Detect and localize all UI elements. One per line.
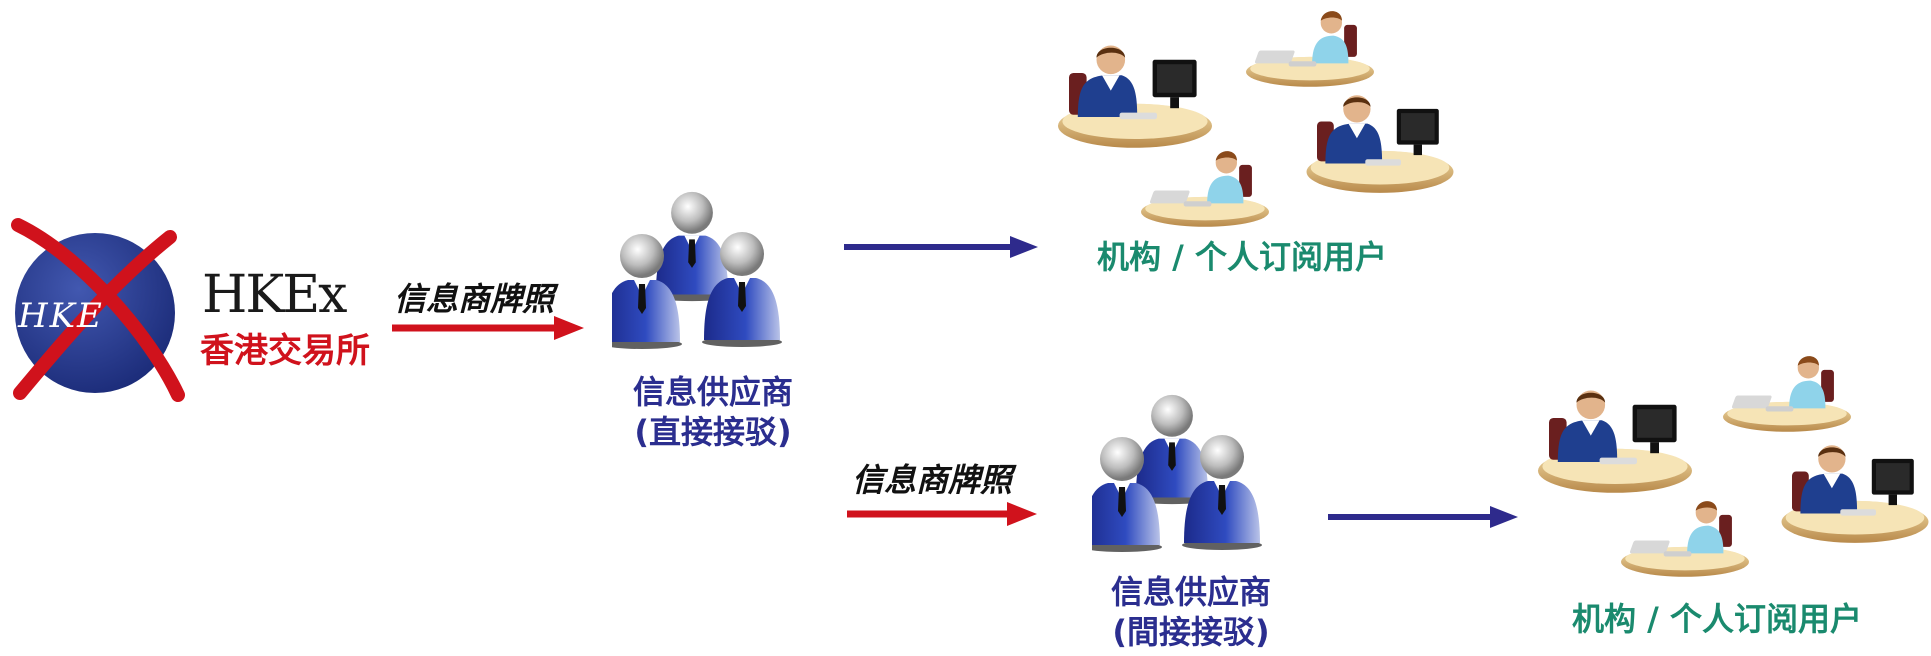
hkex-logo-icon: HKE: [11, 218, 185, 402]
subscriber-label-top: 机构 / 个人订阅用户: [1097, 238, 1387, 276]
workstation-user-icon: [1621, 501, 1749, 577]
blue-arrow-bottom: [1328, 506, 1518, 528]
vendor-direct-label: 信息供应商 (直接接驳): [608, 372, 818, 452]
workstation-user-icon: [1723, 356, 1851, 432]
license-label-bottom: 信息商牌照: [852, 461, 1013, 499]
subscriber-label-bottom: 机构 / 个人订阅用户: [1572, 600, 1862, 638]
workstation-user-icon: [1781, 445, 1929, 543]
vendor-indirect-line2: (間接接驳): [1112, 613, 1270, 651]
license-label-top: 信息商牌照: [394, 280, 555, 318]
vendor-group-icon: [1092, 393, 1292, 563]
vendor-indirect-line1: 信息供应商: [1110, 573, 1271, 611]
workstation-user-icon: [1306, 95, 1454, 193]
vendor-group-icon: [612, 190, 812, 360]
workstation-user-icon: [1141, 151, 1269, 227]
workstation-user-icon: [1058, 45, 1212, 148]
logo-name-zh: 香港交易所: [200, 331, 370, 371]
workstation-user-icon: [1246, 11, 1374, 87]
workstation-user-icon: [1538, 390, 1692, 493]
logo-name-en: HKEx: [202, 265, 347, 325]
logo-badge-text: HKE: [17, 296, 104, 336]
vendor-direct-line1: 信息供应商: [632, 373, 793, 411]
red-arrow-top: [392, 316, 584, 340]
red-arrow-bottom: [847, 502, 1037, 526]
blue-arrow-top: [844, 236, 1038, 258]
vendor-direct-line2: (直接接驳): [634, 413, 792, 451]
vendor-indirect-label: 信息供应商 (間接接驳): [1086, 572, 1296, 652]
hkex-logo: HKE HKEx 香港交易所: [0, 215, 390, 405]
